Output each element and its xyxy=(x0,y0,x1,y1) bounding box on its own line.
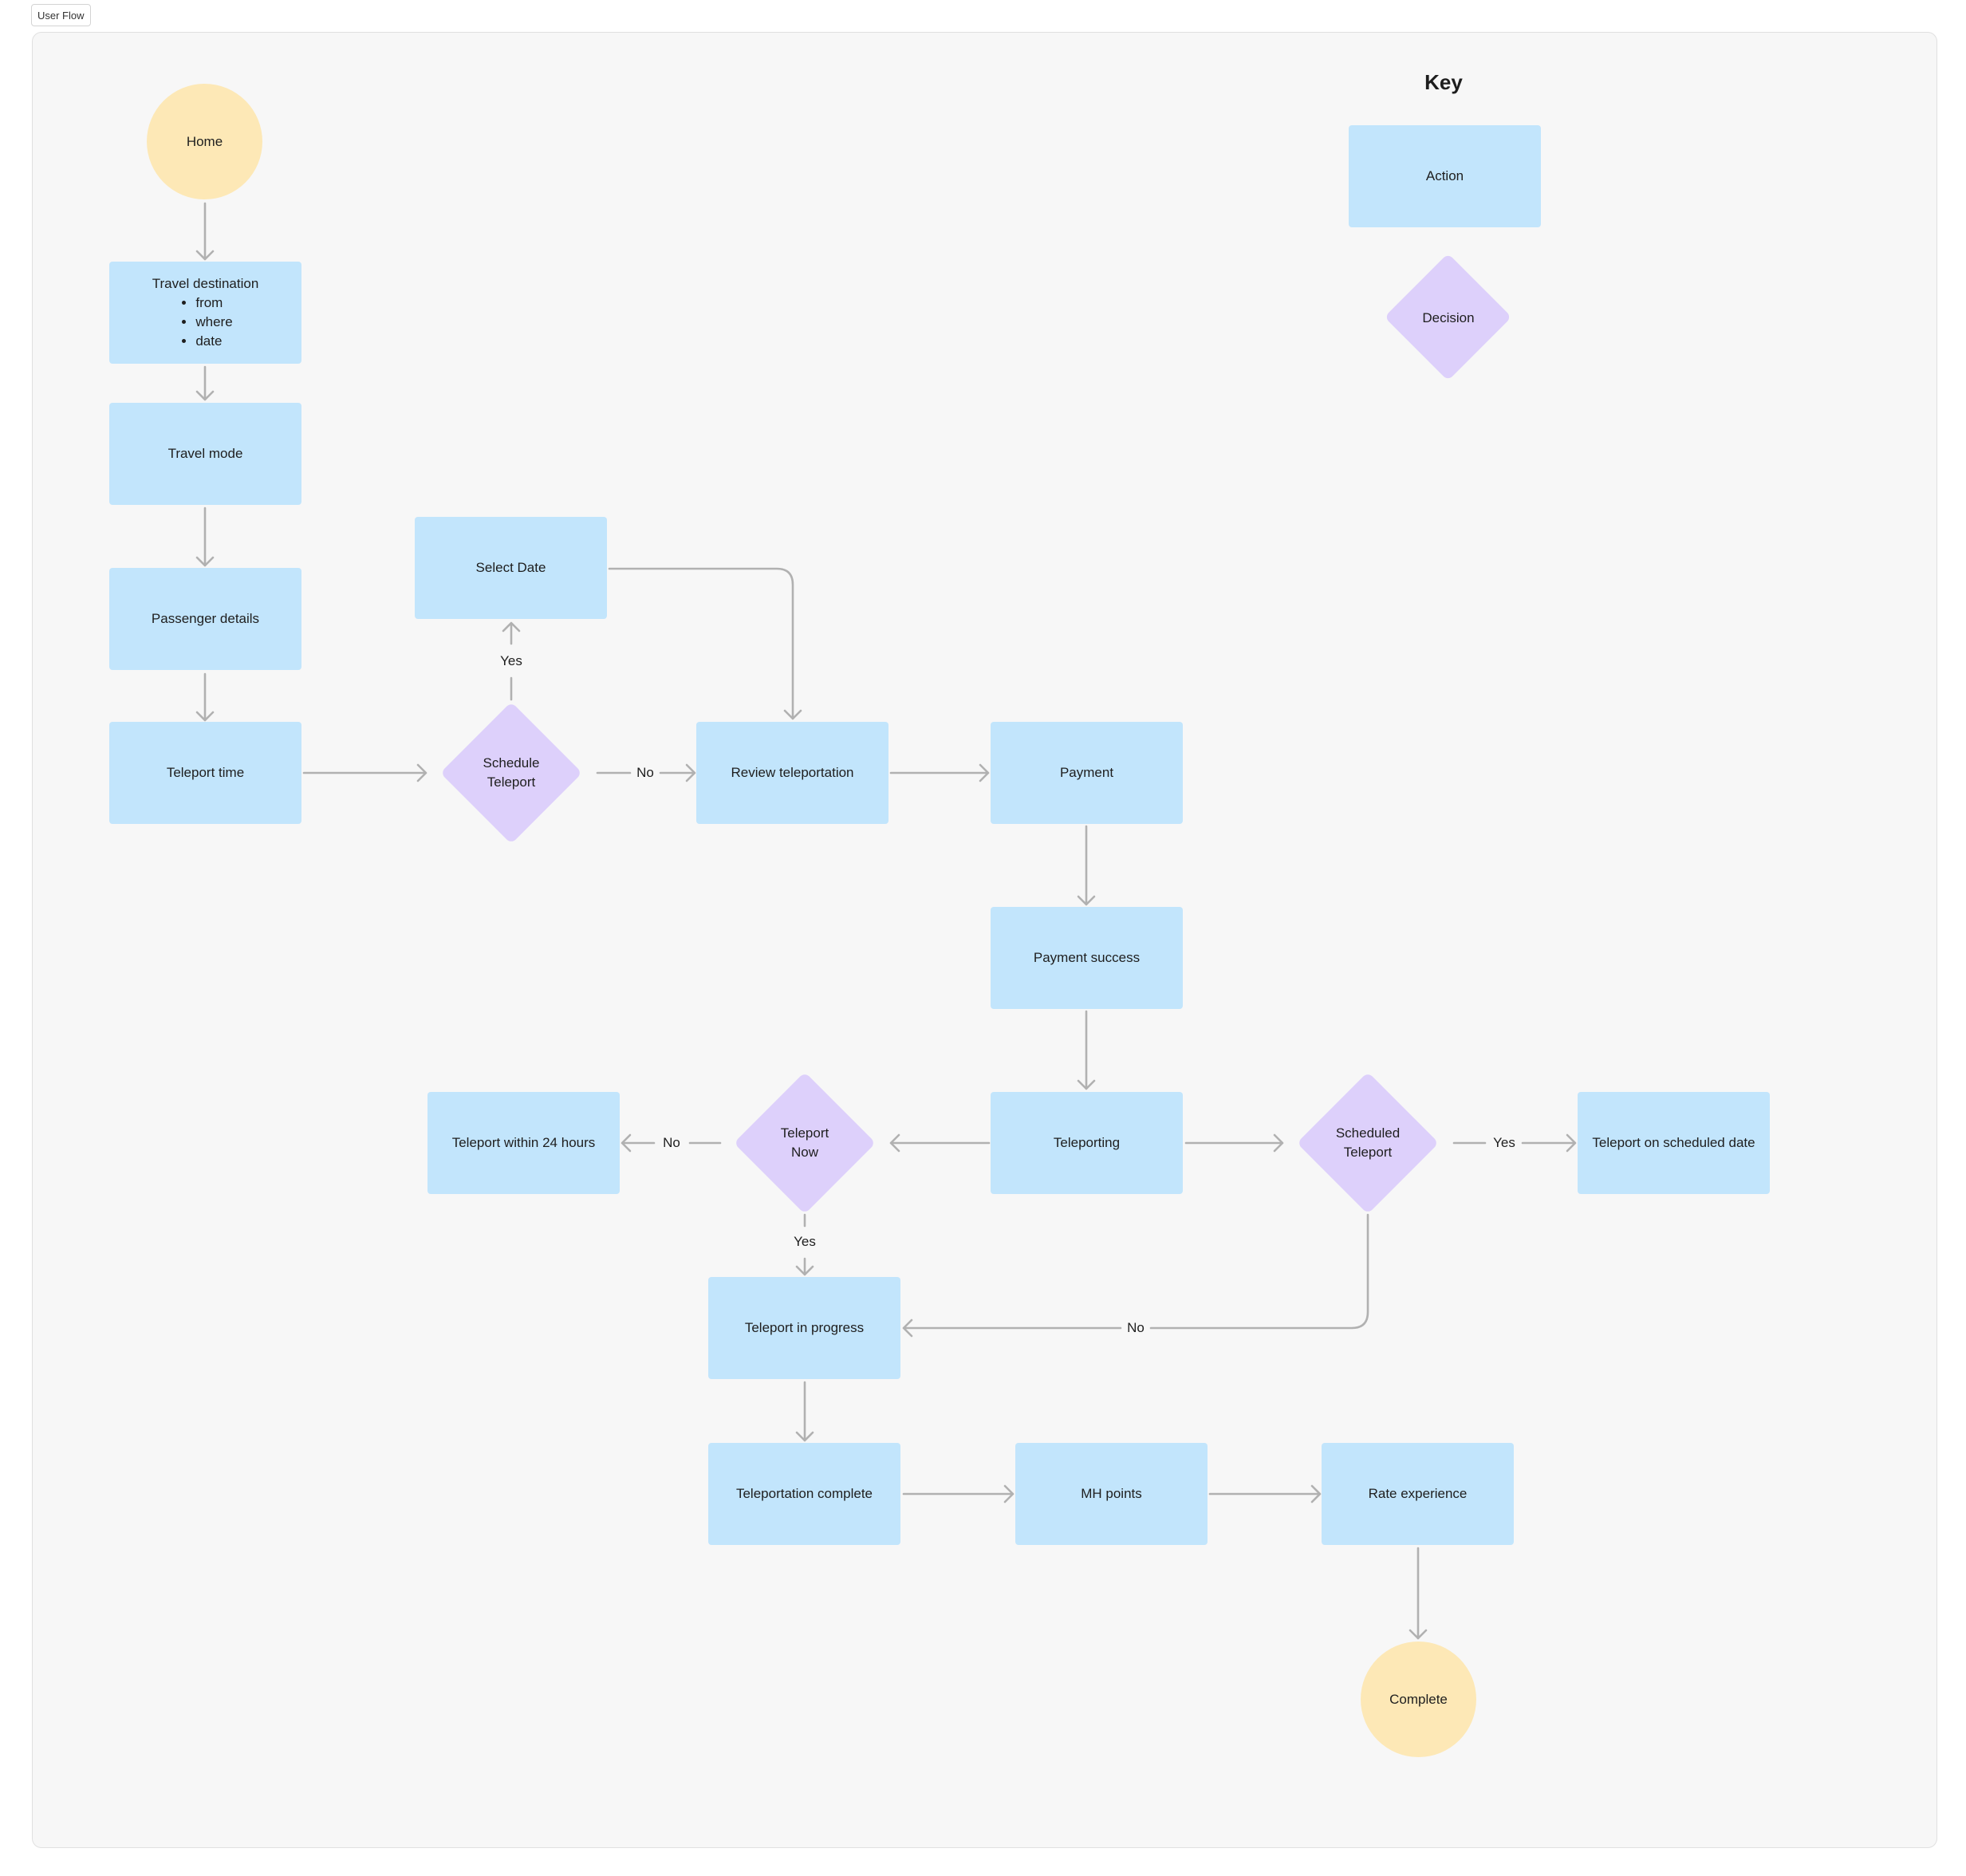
key-title: Key xyxy=(1424,70,1463,94)
connector-yes-to-progress xyxy=(795,1257,814,1276)
connector-rate-to-end xyxy=(1409,1547,1428,1640)
connector-no-to-review xyxy=(659,763,696,782)
node-complete[interactable]: Complete xyxy=(1361,1642,1476,1757)
node-teleport-within-24-hours[interactable]: Teleport within 24 hours xyxy=(427,1092,620,1194)
node-mh-points-label: MH points xyxy=(1081,1486,1142,1501)
destination-field-item: date xyxy=(195,332,232,351)
flow-canvas xyxy=(32,32,1937,1848)
edge-label-schedule-no: No xyxy=(632,764,659,782)
node-rate-experience[interactable]: Rate experience xyxy=(1322,1443,1514,1545)
edge-label-now-no: No xyxy=(658,1134,685,1152)
node-travel-mode-label: Travel mode xyxy=(167,446,243,461)
edge-label-scheduled-yes: Yes xyxy=(1488,1134,1520,1152)
node-teleport-in-progress[interactable]: Teleport in progress xyxy=(708,1277,900,1379)
node-teleportation-complete[interactable]: Teleportation complete xyxy=(708,1443,900,1545)
node-passenger-details-label: Passenger details xyxy=(151,611,260,626)
node-teleport-in-progress-label: Teleport in progress xyxy=(744,1320,865,1335)
connector-home-to-destination xyxy=(195,202,215,261)
node-review-teleportation[interactable]: Review teleportation xyxy=(696,722,888,824)
key-action-shape: Action xyxy=(1349,125,1541,227)
node-teleport-on-scheduled-date[interactable]: Teleport on scheduled date xyxy=(1578,1092,1770,1194)
connector-time-to-schedule xyxy=(302,763,427,782)
connector-no-to-progress xyxy=(902,1318,1122,1338)
node-teleportation-complete-label: Teleportation complete xyxy=(735,1486,873,1501)
connector-no-to-within24 xyxy=(621,1133,656,1153)
node-payment-success[interactable]: Payment success xyxy=(991,907,1183,1009)
node-schedule-teleport-label: Schedule Teleport xyxy=(483,755,540,790)
node-teleporting[interactable]: Teleporting xyxy=(991,1092,1183,1194)
node-teleport-within-24-hours-label: Teleport within 24 hours xyxy=(451,1135,596,1150)
node-mh-points[interactable]: MH points xyxy=(1015,1443,1208,1545)
node-travel-destination-title: Travel destination xyxy=(152,276,259,291)
connector-success-to-teleporting xyxy=(1077,1010,1096,1090)
frame-label[interactable]: User Flow xyxy=(31,4,91,26)
node-complete-label: Complete xyxy=(1389,1691,1448,1707)
node-select-date[interactable]: Select Date xyxy=(415,517,607,619)
destination-field-item: where xyxy=(195,313,232,332)
node-scheduled-teleport-label: Scheduled Teleport xyxy=(1335,1125,1401,1160)
connector-complete-to-points xyxy=(902,1484,1015,1504)
destination-field-item: from xyxy=(195,294,232,313)
node-travel-destination[interactable]: Travel destination from where date xyxy=(109,262,301,364)
node-passenger-details[interactable]: Passenger details xyxy=(109,568,301,670)
connector-teleporting-to-scheduled xyxy=(1184,1133,1284,1153)
connector-yes-to-scheduled-date xyxy=(1521,1133,1577,1153)
connector-points-to-rate xyxy=(1208,1484,1322,1504)
connector-yes-to-select-date xyxy=(502,621,521,645)
connector-review-to-payment xyxy=(889,763,990,782)
connector-payment-to-success xyxy=(1077,825,1096,906)
node-select-date-label: Select Date xyxy=(475,560,546,575)
connector-passenger-to-time xyxy=(195,672,215,722)
node-payment-label: Payment xyxy=(1059,765,1114,780)
node-teleport-time[interactable]: Teleport time xyxy=(109,722,301,824)
node-teleport-on-scheduled-date-label: Teleport on scheduled date xyxy=(1592,1135,1755,1150)
connector-mode-to-passenger xyxy=(195,506,215,567)
node-payment-success-label: Payment success xyxy=(1033,950,1141,965)
node-payment[interactable]: Payment xyxy=(991,722,1183,824)
node-teleport-now-label: Teleport Now xyxy=(780,1125,829,1160)
connector-scheduled-to-no xyxy=(1149,1213,1369,1330)
node-rate-experience-label: Rate experience xyxy=(1368,1486,1468,1501)
key-decision-label: Decision xyxy=(1422,310,1475,325)
edge-label-schedule-yes: Yes xyxy=(495,652,527,670)
connector-select-date-to-review xyxy=(608,567,802,720)
edge-label-now-yes: Yes xyxy=(789,1233,821,1251)
destination-fields-list: from where date xyxy=(178,294,232,351)
connector-teleporting-to-now xyxy=(889,1133,991,1153)
node-teleporting-label: Teleporting xyxy=(1053,1135,1121,1150)
node-home-label: Home xyxy=(186,133,223,149)
key-action-label: Action xyxy=(1425,168,1464,183)
node-teleport-time-label: Teleport time xyxy=(166,765,245,780)
edge-label-scheduled-no: No xyxy=(1122,1319,1149,1337)
connector-destination-to-mode xyxy=(195,365,215,401)
node-home[interactable]: Home xyxy=(147,84,262,199)
connector-progress-to-complete xyxy=(795,1381,814,1442)
node-travel-mode[interactable]: Travel mode xyxy=(109,403,301,505)
node-review-teleportation-label: Review teleportation xyxy=(731,765,854,780)
